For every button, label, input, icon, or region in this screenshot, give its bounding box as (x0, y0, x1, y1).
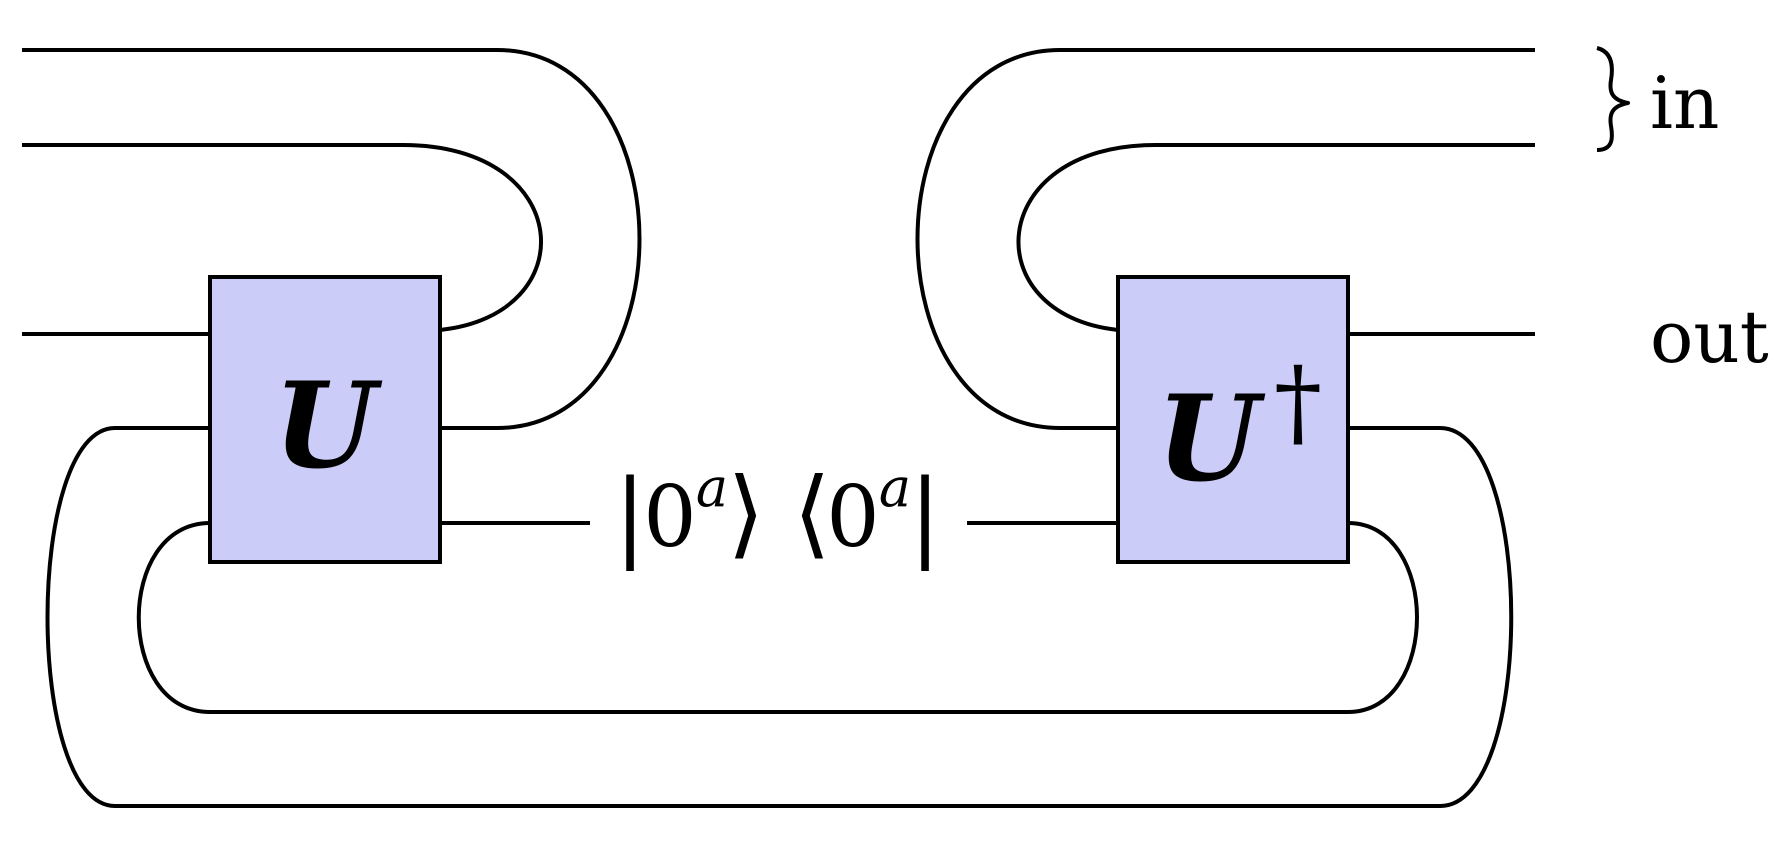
wire-top-right (915, 48, 1535, 430)
brace-icon (1596, 46, 1630, 152)
dagger-superscript: † (1274, 346, 1322, 458)
ket-zero-a: | 0 a ⟩ (614, 456, 765, 571)
ket-open-bar: | (614, 459, 646, 571)
label-out: out (1650, 295, 1769, 379)
bra-base: 0 (826, 468, 879, 566)
u-gate: U (208, 275, 442, 564)
bra-zero-a: ⟨ 0 a | (793, 456, 941, 571)
bra-superscript: a (879, 456, 911, 519)
u-gate-label: U (274, 356, 383, 495)
wire-second-left (22, 143, 543, 332)
ket-base: 0 (643, 468, 696, 566)
ket-superscript: a (696, 456, 728, 519)
u-dagger-gate-box (1116, 275, 1350, 564)
wire-outer-loop (45, 426, 1514, 808)
wire-second-right (1016, 143, 1535, 332)
u-gate-box (208, 275, 442, 564)
label-in: in (1650, 61, 1719, 145)
ket-close-angle: ⟩ (727, 457, 764, 569)
bra-close-bar: | (909, 459, 941, 571)
bra-open-angle: ⟨ (793, 457, 830, 569)
wire-inner-loop (136, 521, 1419, 714)
u-dagger-gate-label: U (1157, 369, 1266, 508)
u-dagger-gate: U † (1116, 275, 1350, 564)
wire-top-left (22, 48, 642, 430)
